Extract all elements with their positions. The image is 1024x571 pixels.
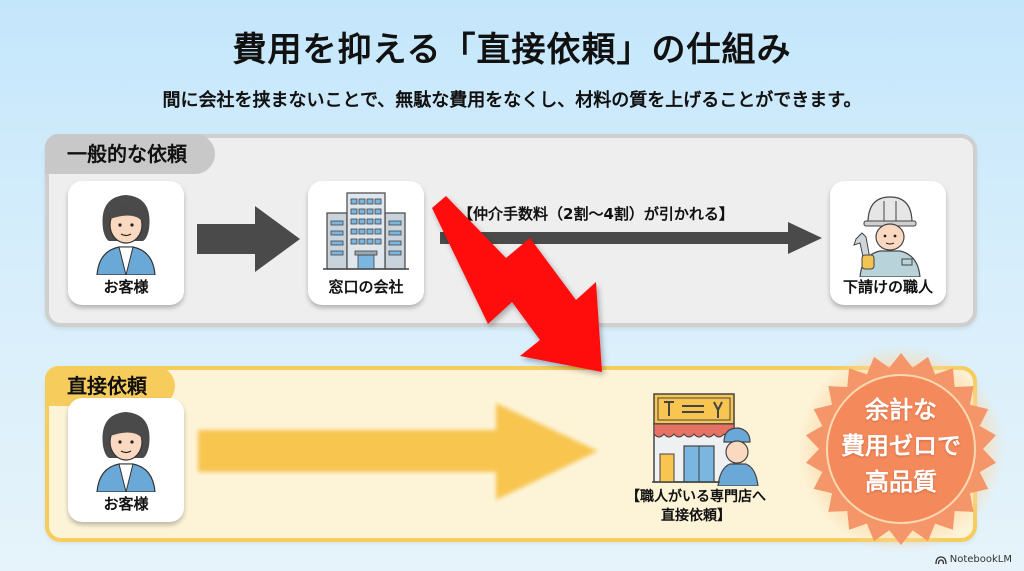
specialty-shop-icon	[652, 393, 759, 486]
subcontractor-worker-icon	[853, 196, 921, 277]
customer-label-general: お客様	[103, 278, 149, 296]
customer-icon	[96, 412, 156, 492]
worker-card: 下請けの職人	[830, 181, 946, 305]
specialty-shop-label-line1: 【職人がいる専門店へ	[626, 489, 766, 505]
page-subtitle: 間に会社を挟まないことで、無駄な費用をなくし、材料の質を上げることができます。	[162, 90, 862, 111]
badge-line1: 余計な	[865, 396, 937, 424]
watermark-text: NotebookLM	[949, 554, 1012, 565]
customer-label-direct: お客様	[103, 495, 149, 513]
badge-line3: 高品質	[865, 468, 937, 496]
office-building-icon	[323, 192, 409, 270]
page-title: 費用を抑える「直接依頼」の仕組み	[232, 30, 792, 70]
customer-icon	[96, 195, 156, 275]
watermark: NotebookLM	[935, 554, 1012, 565]
customer-card-general: お客様	[68, 181, 184, 305]
company-card: 窓口の会社	[308, 181, 424, 305]
commission-fee-label: 【仲介手数料（2割〜4割）が引かれる】	[458, 205, 734, 223]
notebooklm-logo-icon	[935, 555, 947, 564]
badge-line2: 費用ゼロで	[841, 432, 961, 460]
company-label: 窓口の会社	[328, 278, 404, 296]
specialty-shop-label: 【職人がいる専門店へ 直接依頼】	[606, 488, 786, 526]
specialty-shop-label-line2: 直接依頼】	[661, 508, 731, 524]
zero-cost-badge-icon	[797, 345, 1005, 553]
badge-text: 余計な 費用ゼロで 高品質	[796, 392, 1006, 500]
general-request-tab: 一般的な依頼	[45, 134, 215, 174]
worker-label: 下請けの職人	[842, 278, 933, 296]
customer-card-direct: お客様	[68, 398, 184, 522]
